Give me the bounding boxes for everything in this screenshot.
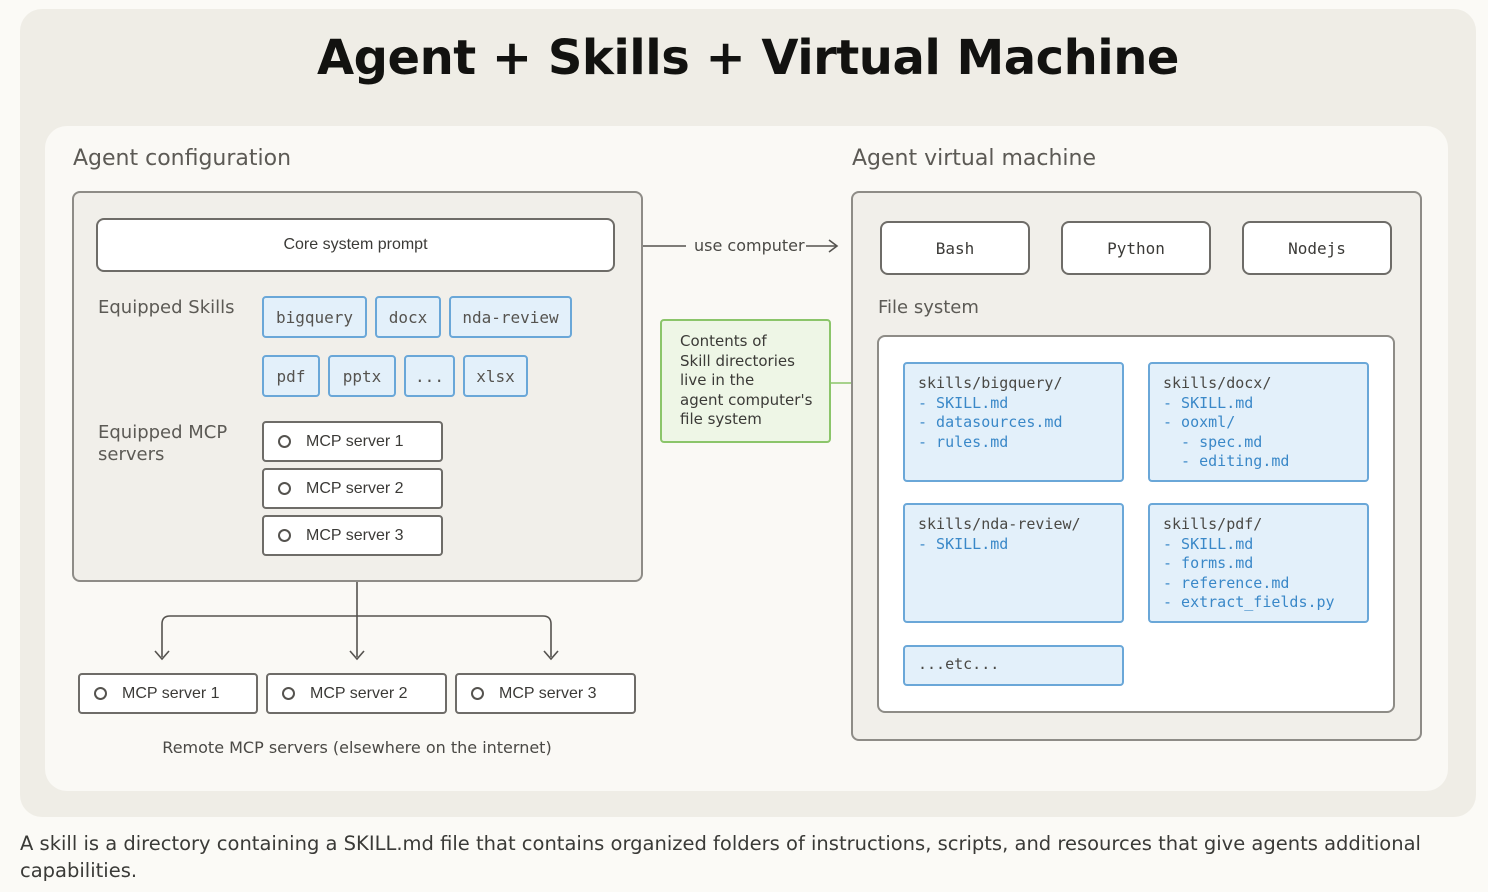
dir-file: - editing.md [1163,452,1290,470]
remote-mcp-caption: Remote MCP servers (elsewhere on the int… [162,738,552,757]
agent-config-heading: Agent configuration [73,146,292,171]
remote-mcp-server-label: MCP server 1 [122,684,220,702]
circle-icon [471,687,484,700]
equipped-mcp-label-line2: servers [98,444,165,465]
circle-icon [278,529,291,542]
equipped-mcp-server-label: MCP server 1 [306,432,404,450]
use-computer-label: use computer [694,236,805,255]
runtime-nodejs: Nodejs [1242,221,1392,275]
diagram-title: Agent + Skills + Virtual Machine [317,30,1179,86]
core-system-prompt: Core system prompt [96,218,615,272]
note-line: Skill directories [680,351,795,370]
vm-heading: Agent virtual machine [852,146,1096,171]
skill-docx: docx [375,296,441,338]
dir-file: - extract_fields.py [1163,593,1335,611]
figure-caption: A skill is a directory containing a SKIL… [20,832,1421,882]
equipped-skills-label: Equipped Skills [98,297,235,318]
equipped-mcp-label-line1: Equipped MCP [98,422,228,443]
dir-file: - reference.md [1163,573,1290,592]
dir-path: skills/bigquery/ [918,374,1063,392]
dir-pdf: skills/pdf/ - SKILL.md - forms.md - refe… [1148,503,1369,623]
equipped-mcp-label: Equipped MCP servers [98,422,227,466]
dir-etc: ...etc... [903,645,1124,686]
equipped-mcp-server-3: MCP server 3 [262,515,443,556]
circle-icon [278,482,291,495]
skill-nda-review: nda-review [449,296,572,338]
dir-file: - SKILL.md [1163,534,1254,553]
dir-nda-review: skills/nda-review/ - SKILL.md [903,503,1124,623]
dir-file: - SKILL.md [918,393,1009,412]
dir-file: - rules.md [918,432,1009,451]
dir-file: - ooxml/ [1163,413,1236,431]
equipped-mcp-server-1: MCP server 1 [262,421,443,462]
circle-icon [282,687,295,700]
note-line: agent computer's [680,390,813,409]
dir-bigquery: skills/bigquery/ - SKILL.md - datasource… [903,362,1124,482]
dir-docx: skills/docx/ - SKILL.md - ooxml/ - spec.… [1148,362,1369,482]
dir-path: skills/docx/ [1163,374,1272,392]
skill-bigquery: bigquery [262,296,367,338]
dir-file: - SKILL.md [918,534,1009,553]
skill-pptx: pptx [328,355,396,397]
skill-more: ... [404,355,455,397]
note-line: Contents of [680,332,767,350]
remote-mcp-server-3: MCP server 3 [455,673,636,714]
file-system-label: File system [878,297,979,318]
skill-directories-note: Contents of Skill directories live in th… [660,319,831,443]
remote-mcp-server-1: MCP server 1 [78,673,258,714]
dir-etc-label: ...etc... [918,655,1000,673]
remote-mcp-server-2: MCP server 2 [266,673,447,714]
runtime-bash: Bash [880,221,1030,275]
skill-pdf: pdf [262,355,320,397]
dir-path: skills/nda-review/ [918,515,1081,533]
dir-file: - forms.md [1163,554,1254,572]
circle-icon [94,687,107,700]
dir-path: skills/pdf/ [1163,515,1263,533]
remote-mcp-server-label: MCP server 3 [499,684,597,702]
note-line: live in the [680,371,755,389]
remote-mcp-server-label: MCP server 2 [310,684,408,702]
skill-xlsx: xlsx [463,355,528,397]
equipped-mcp-server-label: MCP server 3 [306,526,404,544]
circle-icon [278,435,291,448]
equipped-mcp-server-label: MCP server 2 [306,479,404,497]
runtime-python: Python [1061,221,1211,275]
dir-file: - datasources.md [918,413,1063,431]
equipped-mcp-server-2: MCP server 2 [262,468,443,509]
dir-file: - spec.md [1163,432,1263,451]
dir-file: - SKILL.md [1163,393,1254,412]
note-line: file system [680,410,762,428]
